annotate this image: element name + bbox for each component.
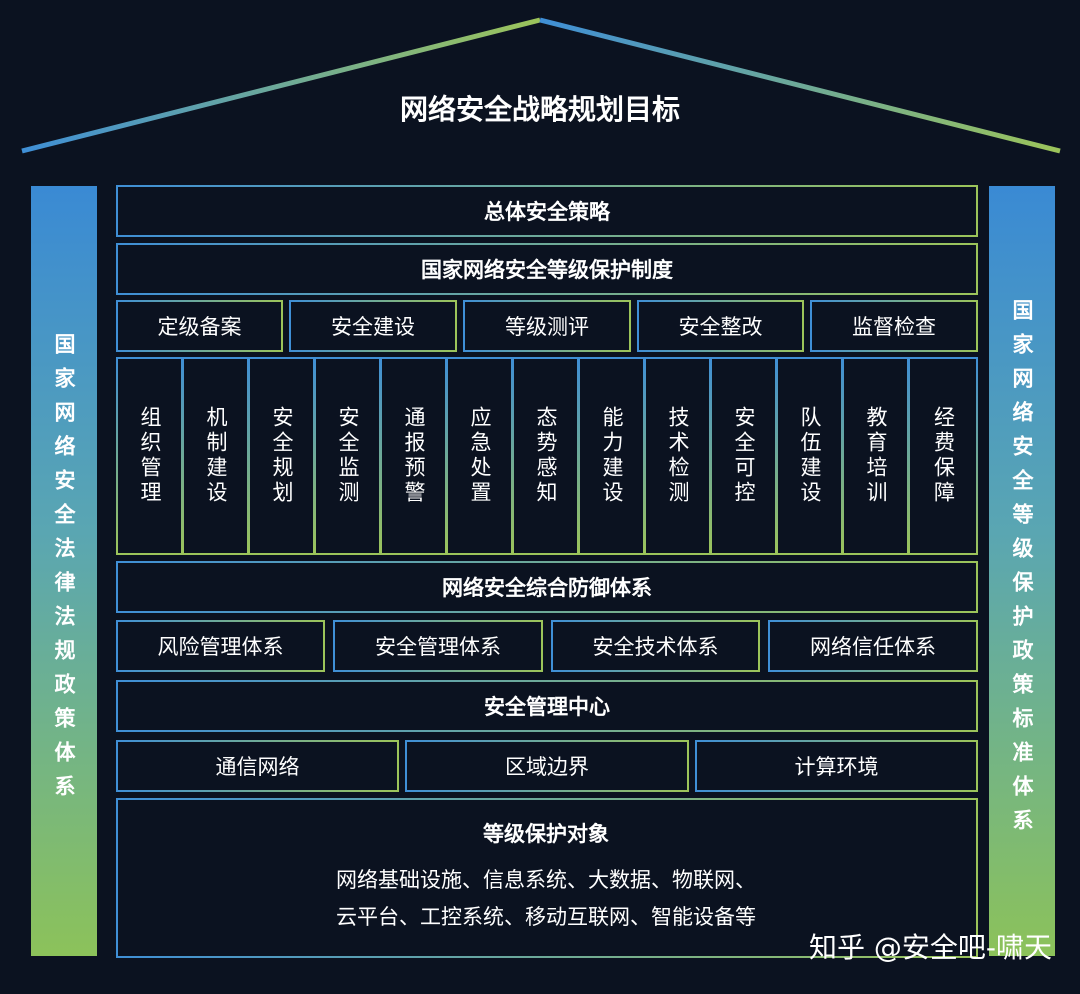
right-pillar-label: 国家网络安全等级保护政策标准体系 [1010,299,1034,843]
classified-protection-system: 国家网络安全等级保护制度 [116,243,978,295]
row4-column: 安全监测 [314,357,381,555]
row3-item: 等级测评 [463,300,631,352]
protected-objects-box [116,798,978,958]
roof-right-edge [539,17,1061,154]
protected-objects-title: 等级保护对象 [483,822,609,846]
row4-column: 教育培训 [842,357,909,555]
row4-label: 机制建设 [204,406,228,506]
row3-item: 监督检查 [810,300,978,352]
page-title: 网络安全战略规划目标 [399,93,680,126]
row4-column: 技术检测 [644,357,711,555]
row4-column: 队伍建设 [776,357,843,555]
row4-column: 组织管理 [116,357,183,555]
row4-column: 机制建设 [182,357,249,555]
row4-label: 组织管理 [138,406,162,506]
row4-label: 安全规划 [270,406,294,506]
row6-item: 安全技术体系 [551,620,760,672]
row4-label: 能力建设 [600,406,624,506]
row4-label: 安全可控 [732,406,756,506]
left-pillar-label: 国家网络安全法律法规政策体系 [52,333,76,809]
protected-objects-line2: 云平台、工控系统、移动互联网、智能设备等 [336,905,756,929]
row3-item: 安全整改 [637,300,804,352]
row4-label: 态势感知 [534,406,558,506]
row4-label: 通报预警 [402,406,426,506]
row8-item: 区域边界 [405,740,689,792]
row3-item: 安全建设 [289,300,457,352]
overall-security-strategy: 总体安全策略 [116,185,978,237]
row8-item: 通信网络 [116,740,399,792]
row4-column: 应急处置 [446,357,513,555]
row4-column: 通报预警 [380,357,447,555]
watermark: 知乎 @安全吧-啸天 [808,931,1052,964]
row6-item: 风险管理体系 [116,620,325,672]
security-management-center: 安全管理中心 [116,680,978,732]
roof-left-edge [21,17,541,154]
comprehensive-defense-system: 网络安全综合防御体系 [116,561,978,613]
protected-objects-line1: 网络基础设施、信息系统、大数据、物联网、 [336,868,756,892]
row4-column: 安全规划 [248,357,315,555]
left-pillar: 国家网络安全法律法规政策体系 [31,186,97,956]
row4-label: 安全监测 [336,406,360,506]
row4-label: 经费保障 [931,406,956,506]
row4-label: 技术检测 [666,406,690,506]
row4-label: 应急处置 [468,406,492,506]
row4-column: 态势感知 [512,357,579,555]
row8-item: 计算环境 [695,740,978,792]
row4-label: 队伍建设 [798,406,822,506]
row4-label: 教育培训 [864,406,888,506]
right-pillar: 国家网络安全等级保护政策标准体系 [989,186,1055,956]
row3-item: 定级备案 [116,300,283,352]
row6-item: 网络信任体系 [768,620,978,672]
row4-column: 经费保障 [908,357,978,555]
row4-column: 安全可控 [710,357,777,555]
roof [21,17,1061,154]
row6-item: 安全管理体系 [333,620,543,672]
row4-column: 能力建设 [578,357,645,555]
